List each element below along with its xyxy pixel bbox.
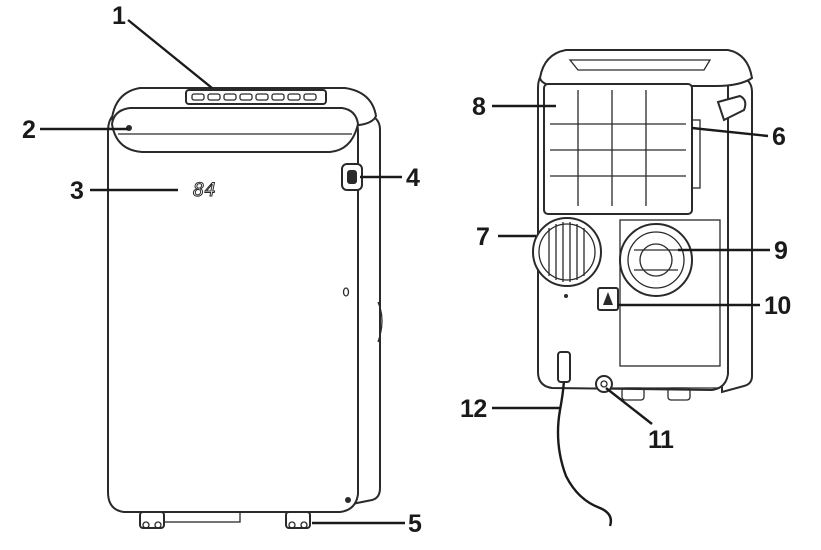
callout-5: 5 (408, 510, 422, 538)
callout-1: 1 (112, 2, 126, 30)
digital-display-reading: 84 (193, 179, 216, 201)
front-view-unit: 84 (107, 87, 383, 529)
leader-line-1 (127, 19, 213, 89)
cord-strain-relief (557, 351, 571, 383)
callout-12: 12 (460, 395, 487, 423)
front-unit-body (107, 111, 359, 513)
callout-4: 4 (406, 164, 420, 192)
callout-2: 2 (22, 116, 35, 144)
callout-10: 10 (764, 292, 791, 320)
rear-view-unit (532, 49, 754, 527)
lower-air-filter (532, 217, 602, 287)
caster-wheel-left (139, 511, 165, 529)
callout-3: 3 (70, 177, 83, 205)
leader-line-11 (605, 387, 653, 425)
power-cord (556, 355, 613, 527)
drain-plug (595, 375, 613, 393)
callout-9: 9 (774, 237, 787, 265)
handle-grip-icon (347, 170, 357, 184)
callout-11: 11 (648, 426, 674, 454)
drain-warning-icon (603, 292, 613, 305)
callout-7: 7 (476, 223, 489, 251)
callout-labels: 1 2 3 4 5 6 7 8 9 10 11 12 (22, 2, 791, 538)
upper-filter-grid (550, 90, 686, 206)
air-outlet-louver (110, 107, 360, 153)
callout-8: 8 (472, 93, 486, 121)
callout-6: 6 (772, 123, 785, 151)
rear-top-handle (716, 94, 747, 122)
exhaust-air-outlet (619, 219, 721, 367)
upper-air-filter (543, 83, 693, 215)
drain-outlet (597, 287, 619, 311)
leader-line-6 (691, 126, 769, 138)
caster-wheel-right (285, 511, 311, 529)
control-panel-buttons (191, 93, 317, 101)
leader-lines (40, 19, 770, 525)
rear-unit-top (538, 49, 754, 87)
